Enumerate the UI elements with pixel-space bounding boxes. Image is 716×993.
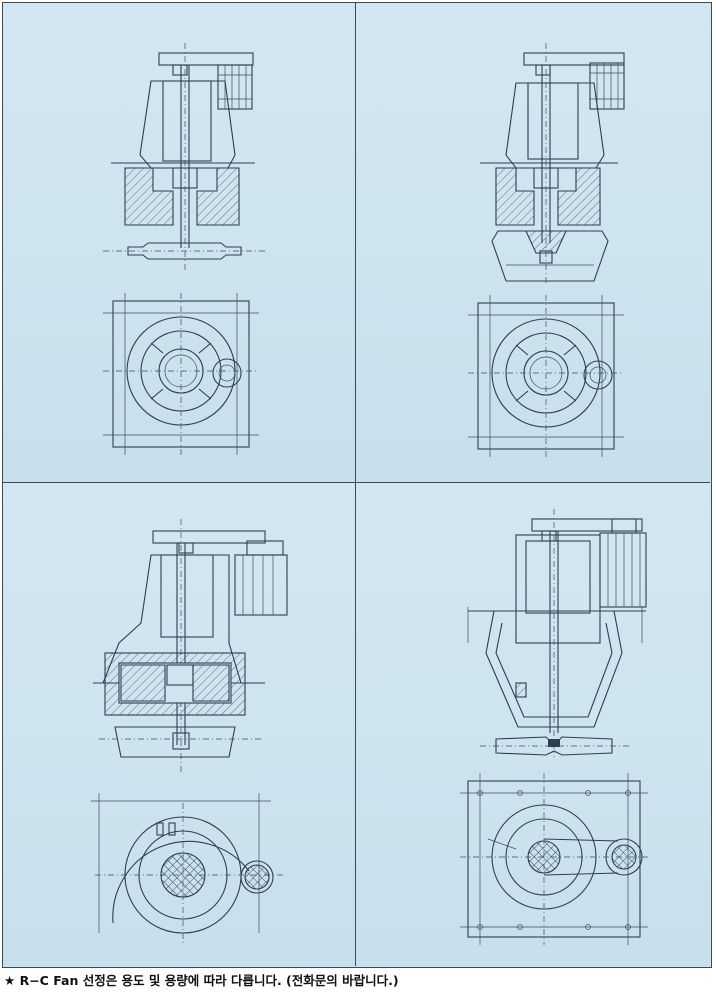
star-icon: ★ bbox=[4, 973, 16, 988]
fan-drawing-bottom-right bbox=[460, 509, 648, 945]
caption-text: R−C Fan 선정은 용도 및 용량에 따라 다릅니다. (전화문의 바랍니다… bbox=[19, 973, 399, 988]
drawing-panel-bottom-right bbox=[356, 483, 710, 966]
drawing-panel-top-right bbox=[356, 3, 710, 483]
drawing-grid bbox=[2, 2, 712, 968]
caption: ★ R−C Fan 선정은 용도 및 용량에 따라 다릅니다. (전화문의 바랍… bbox=[4, 971, 712, 991]
drawing-panel-bottom-left bbox=[3, 483, 356, 966]
fan-drawing-top-left bbox=[103, 43, 268, 455]
fan-drawing-bottom-left bbox=[91, 519, 288, 943]
drawing-panel-top-left bbox=[3, 3, 356, 483]
fan-drawing-top-right bbox=[468, 43, 625, 457]
